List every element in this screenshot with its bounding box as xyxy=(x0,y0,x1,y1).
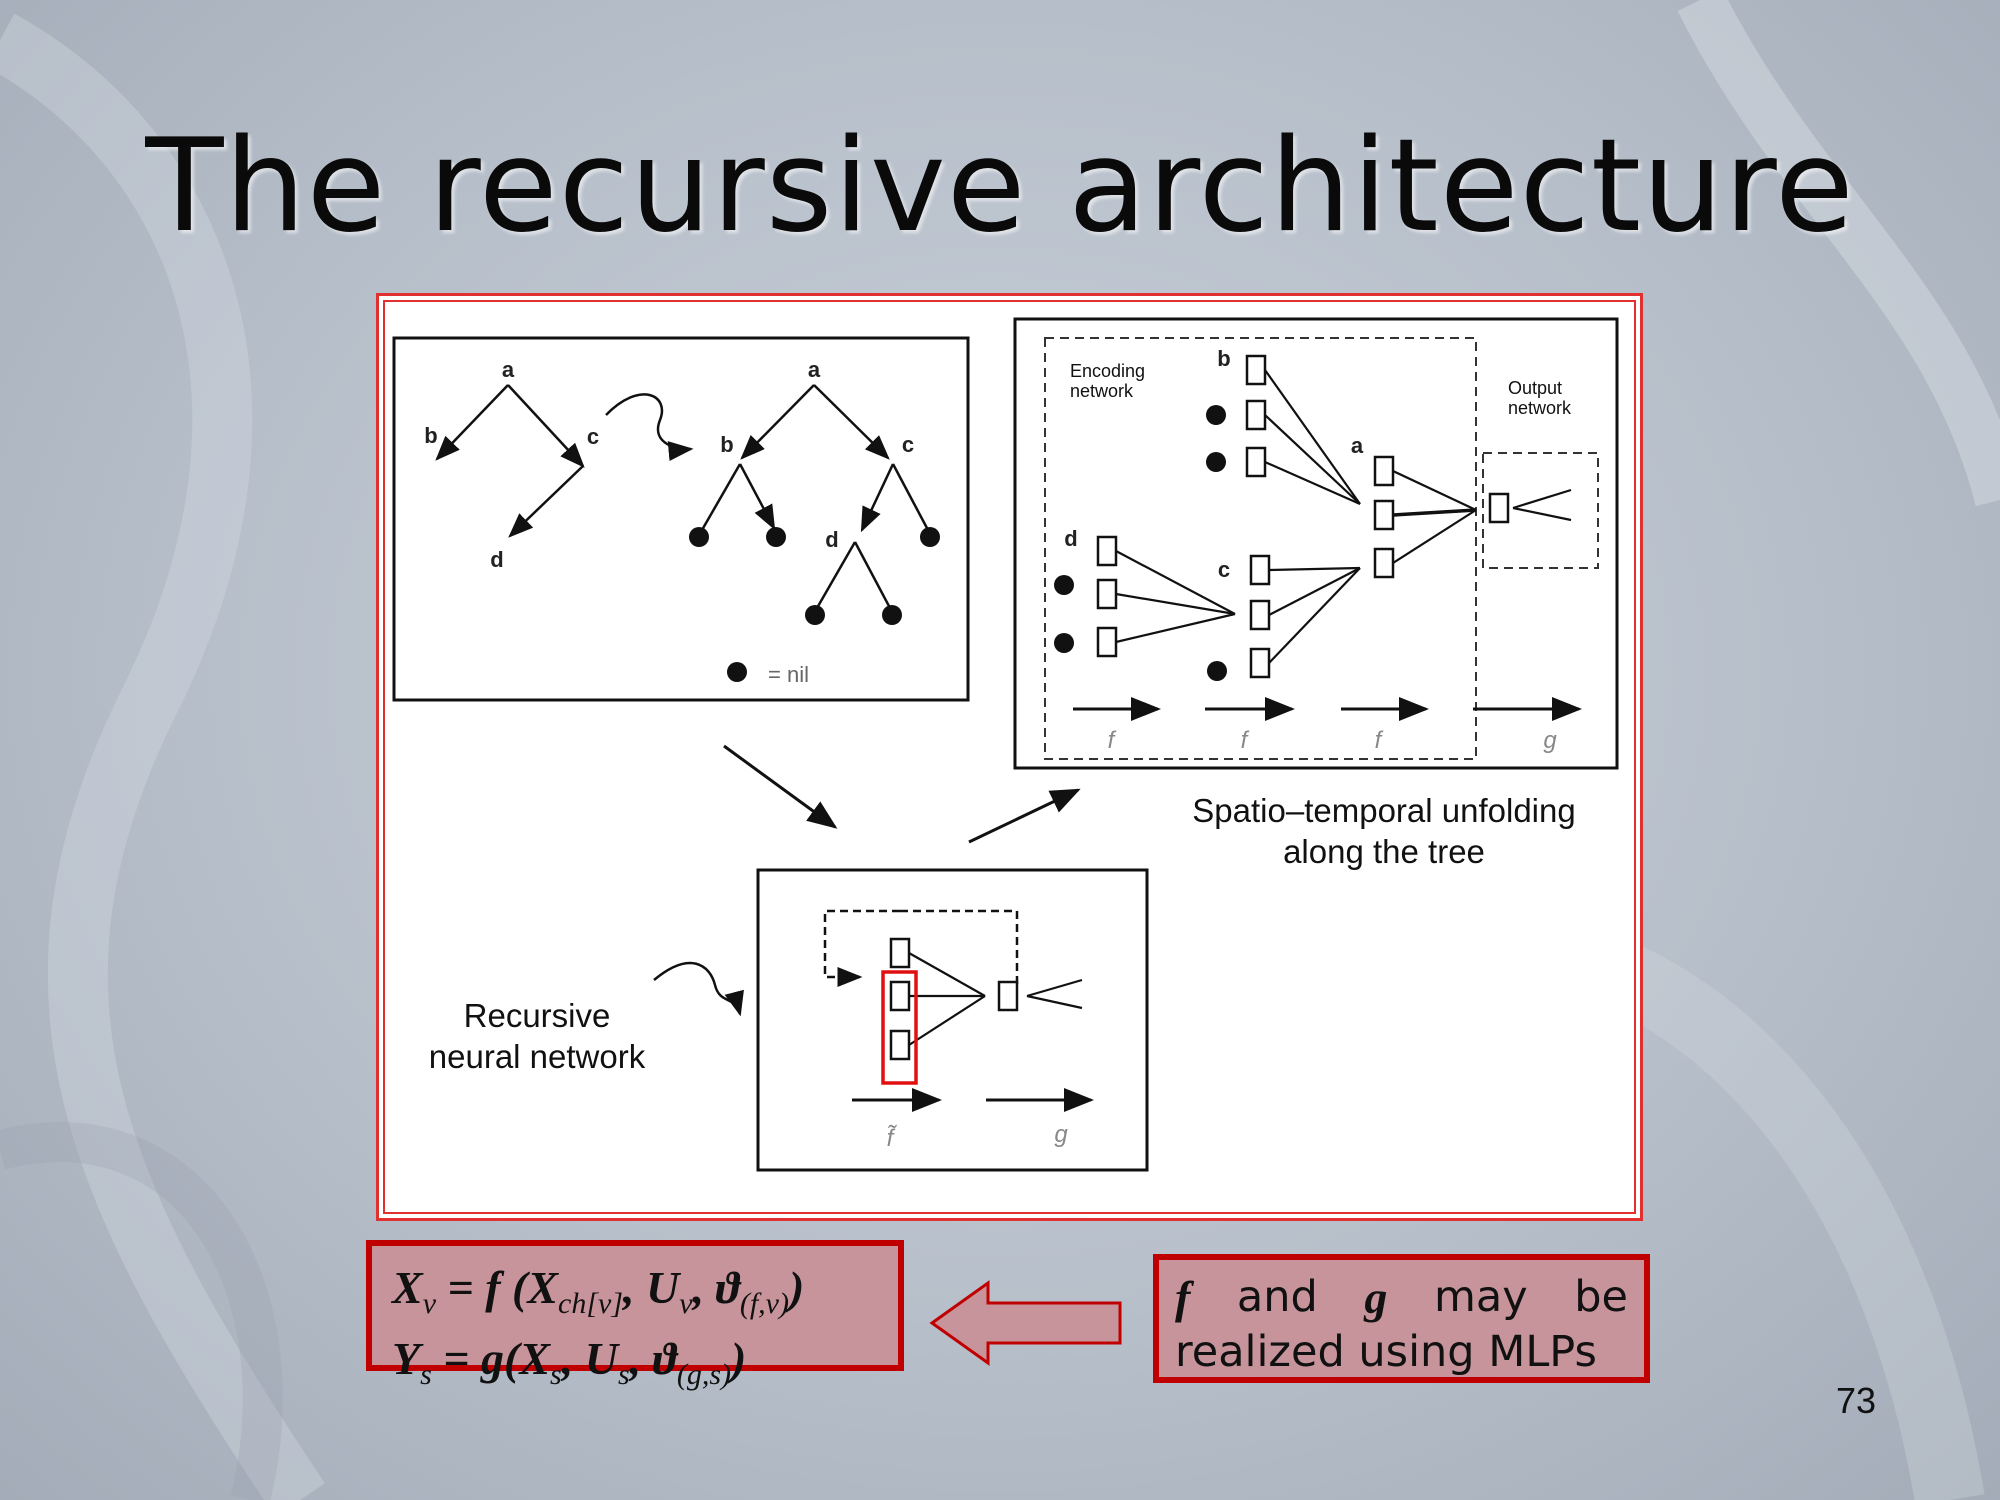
f-sub: s xyxy=(420,1358,432,1391)
f-part: , ϑ xyxy=(629,1333,677,1384)
highlight-box xyxy=(881,970,918,1085)
symbol-g: g xyxy=(1364,1272,1388,1323)
output-network-label: Output xyxy=(1508,378,1562,398)
left-arrow-icon xyxy=(929,1280,1122,1366)
left-tree-node-d: d xyxy=(490,547,503,572)
slide-title: The recursive architecture xyxy=(145,112,1855,261)
f-part: Y xyxy=(392,1333,421,1384)
f-sub: (f,v) xyxy=(739,1287,789,1320)
symbol-f: f xyxy=(1175,1272,1191,1323)
left-tree-node-b: b xyxy=(424,423,437,448)
rnn-step-label-f: f̃ xyxy=(887,1125,898,1152)
rnn-step-label-g: g xyxy=(1054,1121,1068,1148)
unfolding-caption: Spatio–temporal unfolding along the tree xyxy=(1164,790,1604,872)
caption-line: Recursive xyxy=(463,997,611,1034)
right-tree-node-c: c xyxy=(902,432,914,457)
squiggle-arrow xyxy=(653,961,744,1017)
f-part: , ϑ xyxy=(692,1262,740,1313)
word: may xyxy=(1433,1272,1528,1322)
left-tree-node-c: c xyxy=(587,424,599,449)
right-tree-node-a: a xyxy=(808,357,821,382)
f-part: X xyxy=(392,1262,423,1313)
f-sub: (g,s) xyxy=(676,1358,732,1391)
f-sub: v xyxy=(422,1287,437,1320)
formula-line-2: Ys = g(Xs, Us, ϑ(g,s)) xyxy=(392,1331,898,1402)
f-part: = f (X xyxy=(436,1262,559,1313)
f-part: ) xyxy=(731,1333,747,1384)
nil-legend: = nil xyxy=(768,662,809,687)
unfold-node-b: b xyxy=(1217,346,1230,371)
arrow-to-rnn xyxy=(723,744,838,829)
nil-nodes xyxy=(689,527,940,682)
caption-line: neural network xyxy=(428,1038,646,1075)
caption-line: along the tree xyxy=(1283,833,1485,870)
encoding-network-label-2: network xyxy=(1070,381,1134,401)
f-part: , U xyxy=(561,1333,618,1384)
left-tree-node-a: a xyxy=(502,357,515,382)
output-network-label-2: network xyxy=(1508,398,1572,418)
f-part: ) xyxy=(789,1262,805,1313)
unfold-node-a: a xyxy=(1351,433,1364,458)
f-sub: s xyxy=(617,1358,630,1391)
arrow-to-unfolding xyxy=(968,788,1081,844)
unfold-node-d: d xyxy=(1064,526,1077,551)
word: be xyxy=(1574,1272,1628,1322)
f-part: , U xyxy=(623,1262,680,1313)
unfold-node-c: c xyxy=(1218,557,1230,582)
f-sub: v xyxy=(679,1287,693,1320)
step-label-g: g xyxy=(1543,727,1557,754)
page-number: 73 xyxy=(1836,1380,1877,1421)
f-sub: s xyxy=(550,1358,562,1391)
step-label-f: f xyxy=(1108,727,1117,754)
rnn-diagram: f̃ g xyxy=(653,868,1149,1172)
rnn-caption: Recursive neural network xyxy=(387,995,687,1077)
word: and xyxy=(1236,1272,1318,1322)
mlp-note-line-2: realized using MLPs xyxy=(1175,1327,1597,1377)
caption-line: Spatio–temporal unfolding xyxy=(1192,792,1576,829)
right-tree-node-b: b xyxy=(720,432,733,457)
f-sub: ch[v] xyxy=(558,1287,624,1320)
formula-line-1: Xv = f (Xch[v], Uv, ϑ(f,v)) xyxy=(392,1260,898,1331)
right-tree-node-d: d xyxy=(825,527,838,552)
encoding-network-label: Encoding xyxy=(1070,361,1145,381)
step-label-f: f xyxy=(1375,727,1384,754)
tree-diagram: a b c d a b c d = nil xyxy=(392,336,970,702)
formula-box: Xv = f (Xch[v], Uv, ϑ(f,v)) Ys = g(Xs, U… xyxy=(366,1240,904,1391)
unfolding-diagram: Encoding network Output network b a d c xyxy=(1013,317,1619,770)
step-label-f: f xyxy=(1241,727,1250,754)
f-part: = g(X xyxy=(431,1333,551,1384)
